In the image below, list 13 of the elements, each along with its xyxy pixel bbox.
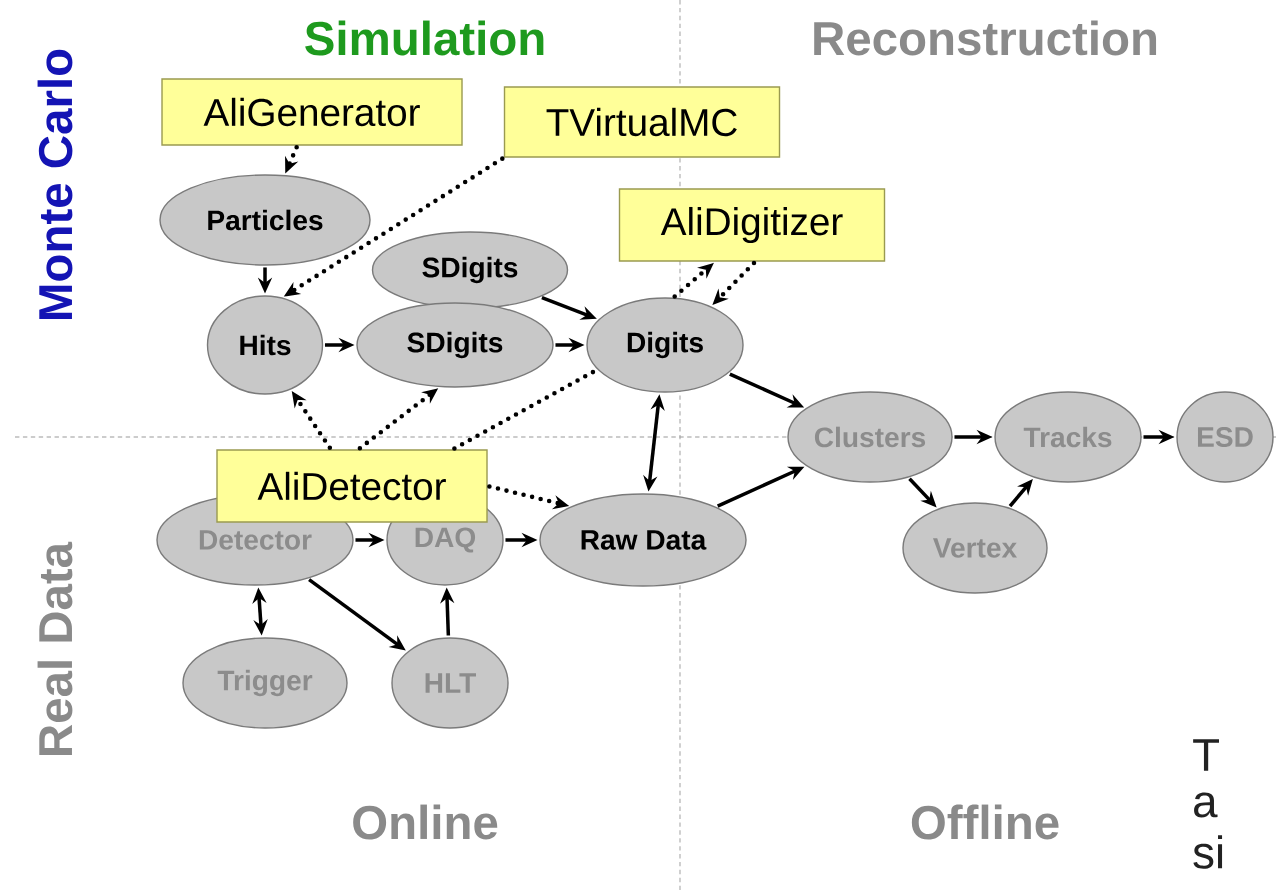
row-heading: Real Data [37, 541, 73, 755]
column-heading: Simulation [305, 20, 544, 56]
column-heading: Online [353, 804, 498, 840]
text-fragment: T [1193, 739, 1219, 771]
text-fragment: si [1193, 835, 1223, 869]
class-box: TVirtualMC [503, 86, 781, 158]
text-fragment: a [1194, 792, 1218, 818]
class-box: AliDigitizer [618, 188, 886, 262]
column-heading: Reconstruction [814, 20, 1157, 56]
class-box: AliDetector [216, 449, 488, 523]
column-heading: Offline [911, 804, 1059, 840]
row-heading: Monte Carlo [37, 49, 73, 319]
class-box: AliGenerator [161, 78, 463, 146]
